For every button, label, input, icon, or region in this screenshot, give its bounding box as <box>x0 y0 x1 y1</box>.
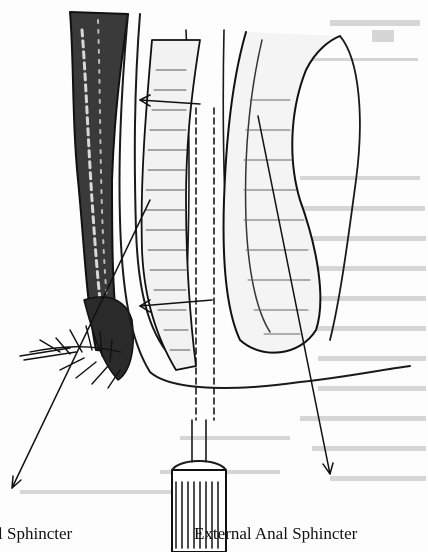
external-sphincter-region <box>224 32 360 353</box>
external-anal-sphincter-label: External Anal Sphincter <box>194 524 357 544</box>
internal-anal-sphincter-label: nal Sphincter <box>0 524 72 544</box>
